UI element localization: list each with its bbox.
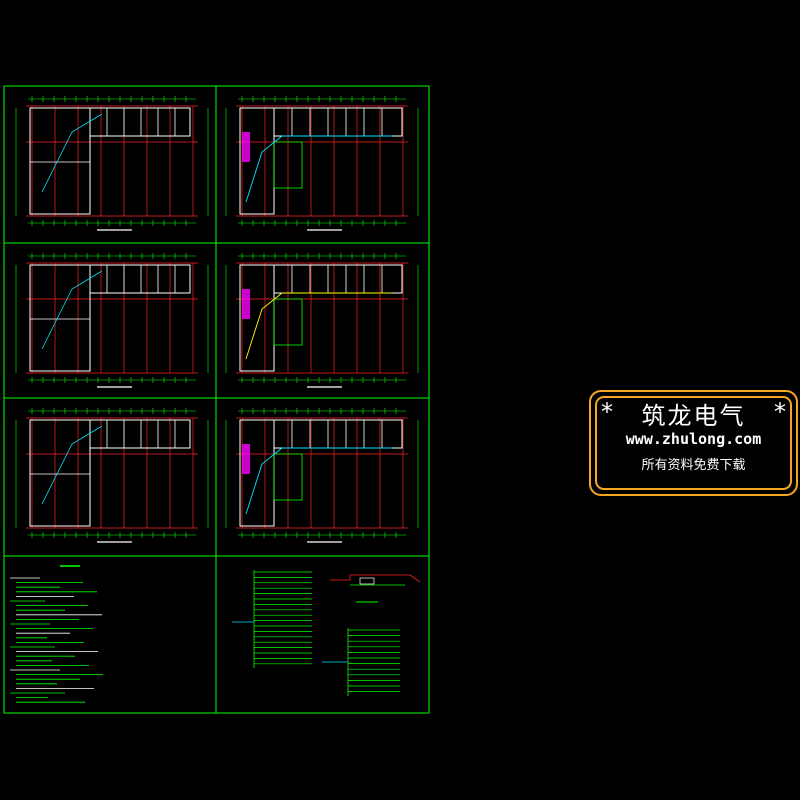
circuit-marker [242,289,250,319]
plan-2-left [15,253,209,388]
plan-3-right [225,408,419,543]
circuit-marker [242,444,250,474]
brand-slogan: 所有资料免费下载 [641,458,746,473]
brand-url: www.zhulong.com [625,430,762,448]
plan-2-right [225,253,419,388]
wall-outline [89,264,191,294]
schematic-box [359,577,375,585]
circuit-wire [245,447,392,515]
circuit-wire [41,113,103,193]
sheet-frame [3,85,430,714]
wall-outline [29,107,91,215]
wall-outline [273,453,303,501]
plan-1-right [225,96,419,231]
star-left-glyph: * [601,398,613,426]
stamp-inner-border [595,396,792,490]
circuit-marker [242,132,250,162]
circuit-wire [41,270,103,350]
circuit-wire [245,135,392,203]
wall-outline [89,419,191,449]
floor-plans [15,96,419,543]
schematic-wire [330,574,421,583]
wall-outline [273,141,303,189]
plan-1-left [15,96,209,231]
wall-outline [89,107,191,137]
wall-outline [29,419,91,527]
star-right-glyph: * [774,398,786,426]
design-notes-panel [10,565,103,703]
watermark-stamp: * 筑龙电气 * www.zhulong.com 所有资料免费下载 [589,390,798,496]
wall-outline [273,298,303,346]
circuit-wire [41,425,103,505]
brand-name: 筑龙电气 [641,402,746,430]
plan-3-left [15,408,209,543]
wall-outline [29,264,91,372]
circuit-wire [245,292,392,360]
system-diagram-panel [232,570,421,696]
